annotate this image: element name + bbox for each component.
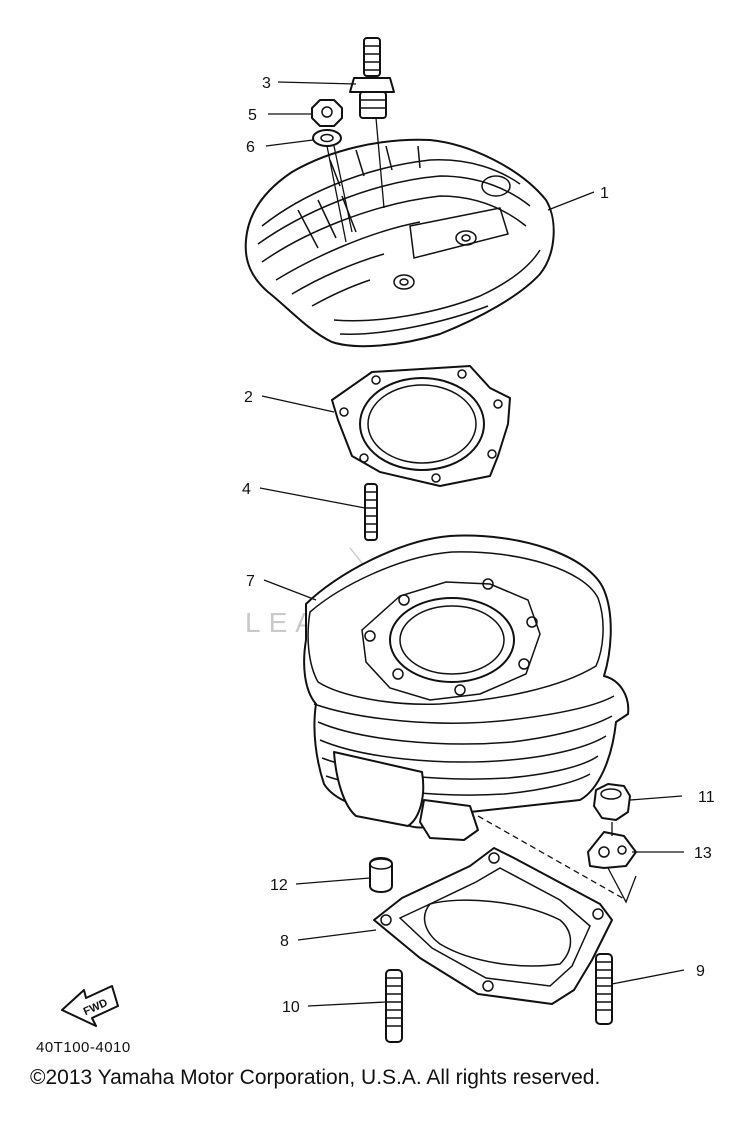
part-6-washer (312, 129, 342, 147)
part-9-stud (595, 953, 613, 1025)
callout-12: 12 (270, 877, 288, 894)
copyright-notice: ©2013 Yamaha Motor Corporation, U.S.A. A… (30, 1066, 600, 1089)
part-13-bracket (587, 822, 637, 904)
callout-1: 1 (600, 185, 609, 202)
reference-code: 40T100-4010 (36, 1039, 131, 1056)
callout-2: 2 (244, 389, 253, 406)
callout-7: 7 (246, 573, 255, 590)
part-10-stud (385, 969, 403, 1043)
callout-13: 13 (694, 845, 712, 862)
part-3-spark-plug (349, 37, 395, 119)
callout-6: 6 (246, 139, 255, 156)
callout-9: 9 (696, 963, 705, 980)
callout-5: 5 (248, 107, 257, 124)
part-5-nut (311, 99, 343, 127)
callout-leaders (259, 81, 685, 1007)
part-7-cylinder (303, 534, 630, 901)
part-8-base-gasket (373, 847, 613, 1005)
callout-11: 11 (698, 789, 715, 806)
callout-8: 8 (280, 933, 289, 950)
part-1-cylinder-head (244, 117, 555, 348)
part-12-dowel-pin (369, 857, 393, 893)
part-2-head-gasket (331, 365, 511, 487)
fwd-arrow-icon: FWD (61, 985, 119, 1027)
callout-4: 4 (242, 481, 251, 498)
part-11-nut (593, 783, 631, 821)
callout-10: 10 (282, 999, 300, 1016)
part-4-stud (364, 483, 378, 541)
callout-3: 3 (262, 75, 271, 92)
callout-labels: 1 2 3 4 5 6 7 8 9 10 11 12 13 (242, 75, 715, 1016)
